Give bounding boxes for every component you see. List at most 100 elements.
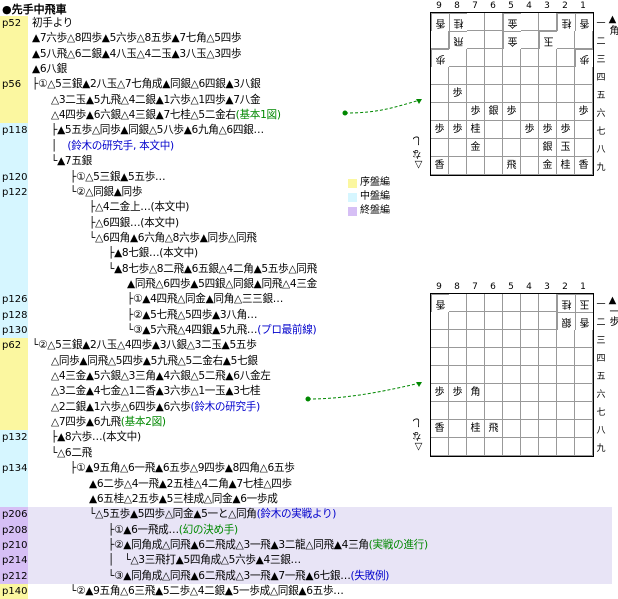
board-square bbox=[575, 139, 593, 157]
board-square: 香 bbox=[431, 294, 449, 312]
file-label: 4 bbox=[526, 282, 532, 292]
move-text: ├①△5三銀▲2八玉△7七角成▲同銀△6四銀▲3八銀 bbox=[32, 78, 261, 91]
move-text: 初手より bbox=[32, 17, 73, 29]
board-square bbox=[467, 31, 485, 49]
tree-line: ▲同飛△6四歩▲5四銀△同銀▲同飛△4三金 bbox=[0, 276, 612, 293]
tree-line: ▲7六歩△8四歩▲5六歩△8五歩▲7七角△5四歩 bbox=[0, 31, 612, 47]
board-square: 玉 bbox=[557, 139, 575, 157]
board-square bbox=[521, 348, 539, 366]
board-square bbox=[485, 438, 503, 456]
move-text: △4四歩▲6六銀△4三銀▲7七桂△5二金右(基本1図) bbox=[51, 109, 281, 122]
page-ref: p130 bbox=[0, 323, 28, 339]
board-square: 歩 bbox=[575, 49, 593, 67]
board-square bbox=[485, 294, 503, 312]
board-square bbox=[449, 103, 467, 121]
board-square bbox=[503, 366, 521, 384]
board-square bbox=[557, 348, 575, 366]
board-square bbox=[467, 157, 485, 175]
move-text: ▲5八飛△6二銀▲4八玉△4二玉▲3八玉△3四歩 bbox=[32, 47, 242, 60]
board-square bbox=[503, 402, 521, 420]
board-square bbox=[521, 157, 539, 175]
move-text: ▲6八銀 bbox=[32, 63, 67, 76]
move-text: △4三金▲5六銀△3三角▲4六銀△5二飛▲6八金左 bbox=[51, 370, 271, 383]
file-label: 8 bbox=[454, 1, 460, 11]
tree-line: ├▲8七銀…(本文中) bbox=[0, 246, 612, 262]
gote-hand: △な し bbox=[413, 418, 424, 453]
move-text: └△6四角▲6六角△8六歩▲同歩△同飛 bbox=[89, 231, 257, 244]
board-grid: 香桂玉銀香歩歩角香桂飛 bbox=[430, 293, 594, 457]
move-text: △同歩▲同飛△5四歩▲5九飛△5二金右▲5七銀 bbox=[51, 354, 258, 367]
file-label: 9 bbox=[436, 1, 442, 11]
annotation: (鈴木の実戦より) bbox=[256, 508, 337, 521]
tree-line: △7四歩▲6九飛(基本2図) bbox=[0, 415, 612, 431]
file-label: 2 bbox=[562, 1, 568, 11]
tree-line: △同歩▲同飛△5四歩▲5九飛△5二金右▲5七銀 bbox=[0, 353, 612, 370]
board-square bbox=[449, 330, 467, 348]
tree-line: p212└③▲同角成△同飛▲6二飛成△3一飛▲7一飛▲6七銀…(失敗例) bbox=[0, 568, 612, 584]
board-square bbox=[521, 402, 539, 420]
board-square bbox=[521, 366, 539, 384]
board-square bbox=[557, 420, 575, 438]
rank-label: 八 bbox=[596, 145, 606, 155]
board-square bbox=[431, 366, 449, 384]
tree-line: △4三金▲5六銀△3三角▲4六銀△5二飛▲6八金左 bbox=[0, 369, 612, 385]
board-square bbox=[521, 67, 539, 85]
board-square bbox=[521, 312, 539, 330]
board-square: 歩 bbox=[431, 121, 449, 139]
board-square bbox=[449, 402, 467, 420]
board-square bbox=[485, 13, 503, 31]
move-text: └△5五歩▲5四歩△同金▲5一と△同角(鈴木の実戦より) bbox=[89, 508, 337, 521]
page-ref: p206 bbox=[0, 507, 28, 523]
move-text: └③▲同角成△同飛▲6二飛成△3一飛▲7一飛▲6七銀…(失敗例) bbox=[108, 569, 390, 582]
board-square: 香 bbox=[431, 13, 449, 31]
board-square bbox=[485, 157, 503, 175]
file-label: 3 bbox=[544, 282, 550, 292]
move-text: ├①▲4四飛△同金▲同角△三三銀… bbox=[127, 293, 284, 306]
board-square: 玉 bbox=[575, 294, 593, 312]
board-square: 歩 bbox=[557, 121, 575, 139]
board-square: 飛 bbox=[503, 157, 521, 175]
board-square: 桂 bbox=[467, 420, 485, 438]
move-text: △7四歩▲6九飛(基本2図) bbox=[51, 416, 166, 429]
rank-label: 七 bbox=[596, 127, 606, 137]
tree-line: p130└③▲5六飛△4四銀▲5九飛…(プロ最前線) bbox=[0, 323, 612, 339]
page-ref bbox=[0, 445, 28, 462]
board-square: 香 bbox=[575, 13, 593, 31]
board-square: 香 bbox=[431, 157, 449, 175]
tree-line: △4四歩▲6六銀△4三銀▲7七桂△5二金右(基本1図) bbox=[0, 108, 612, 124]
board-square bbox=[539, 103, 557, 121]
move-text: △3二玉▲5九飛△4二銀▲1六歩△1四歩▲7八金 bbox=[51, 93, 261, 106]
tree-line: p120├①△5三銀▲5五歩… bbox=[0, 169, 612, 185]
board-square: 歩 bbox=[575, 103, 593, 121]
board-square bbox=[449, 294, 467, 312]
tree-line: p62└②△5三銀▲2八玉△4四歩▲3八銀△3二玉▲5五歩 bbox=[0, 338, 612, 354]
page-ref bbox=[0, 369, 28, 385]
move-text: └△6二飛 bbox=[51, 446, 92, 459]
board-square: 桂 bbox=[449, 13, 467, 31]
board-square: 金 bbox=[503, 31, 521, 49]
page-ref bbox=[0, 62, 28, 78]
page-ref bbox=[0, 353, 28, 370]
tree-line: p128├②▲5七飛△5四歩▲3八角… bbox=[0, 307, 612, 324]
move-text: ├②▲5七飛△5四歩▲3八角… bbox=[127, 308, 258, 321]
tree-line: △3二金▲4七金△1二香▲3六歩△1一玉▲3七桂 bbox=[0, 384, 612, 400]
board-square bbox=[539, 420, 557, 438]
rank-label: 九 bbox=[596, 444, 606, 454]
board-square: 歩 bbox=[431, 384, 449, 402]
board-square bbox=[467, 67, 485, 85]
board-square bbox=[575, 330, 593, 348]
move-text: ▲6五桂△2五歩▲5三桂成△同金▲6一歩成 bbox=[89, 492, 278, 505]
board-square bbox=[539, 348, 557, 366]
page-ref: p210 bbox=[0, 537, 28, 554]
board-square bbox=[431, 139, 449, 157]
board-square bbox=[557, 366, 575, 384]
board-square bbox=[467, 366, 485, 384]
board-square bbox=[485, 49, 503, 67]
tree-line: │ (鈴木の研究手, 本文中) bbox=[0, 138, 612, 155]
page-ref: p208 bbox=[0, 522, 28, 538]
board-square bbox=[449, 312, 467, 330]
page-ref: p56 bbox=[0, 77, 28, 93]
page-ref bbox=[0, 200, 28, 216]
board-square bbox=[539, 67, 557, 85]
